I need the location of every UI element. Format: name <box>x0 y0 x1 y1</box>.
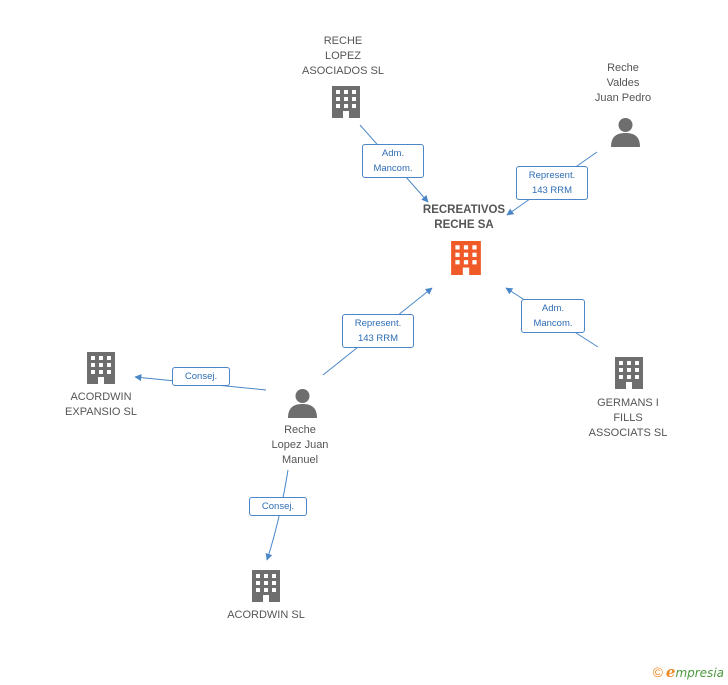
node-label-reche-lopez-juan-manuel[interactable]: Reche Lopez Juan Manuel <box>271 424 329 466</box>
node-label-germans-i-fills[interactable]: GERMANS I FILLS ASSOCIATS SL <box>588 397 668 439</box>
edge-label-juan-manuel-to-center: Represent. 143 RRM <box>342 314 414 348</box>
brand-footer: © empresia <box>653 663 724 681</box>
node-label-reche-lopez-asociados[interactable]: RECHE LOPEZ ASOCIADOS SL <box>302 35 384 77</box>
building-icon <box>87 352 115 384</box>
node-label-acordwin[interactable]: ACORDWIN SL <box>227 609 305 621</box>
building-icon <box>332 86 360 118</box>
building-icon <box>615 357 643 389</box>
edge-label-valdes-to-center: Represent. 143 RRM <box>516 166 588 200</box>
edge-label-asociados-to-center: Adm. Mancom. <box>362 144 424 178</box>
node-label-reche-valdes[interactable]: Reche Valdes Juan Pedro <box>594 62 652 104</box>
copyright-icon: © <box>652 664 663 680</box>
person-icon <box>288 389 317 418</box>
building-icon-center <box>451 241 481 275</box>
edge-label-juan-manuel-to-acordwin: Consej. <box>249 497 307 516</box>
node-label-center[interactable]: RECREATIVOS RECHE SA <box>422 204 506 231</box>
node-label-acordwin-expansio[interactable]: ACORDWIN EXPANSIO SL <box>65 391 137 418</box>
edge-juan-manuel-to-acordwin <box>265 469 289 561</box>
person-icon <box>611 118 640 147</box>
edge-label-germans-to-center: Adm. Mancom. <box>521 299 585 333</box>
brand-logo: empresia <box>665 663 724 681</box>
building-icon <box>252 570 280 602</box>
edge-label-juan-manuel-to-expansio: Consej. <box>172 367 230 386</box>
